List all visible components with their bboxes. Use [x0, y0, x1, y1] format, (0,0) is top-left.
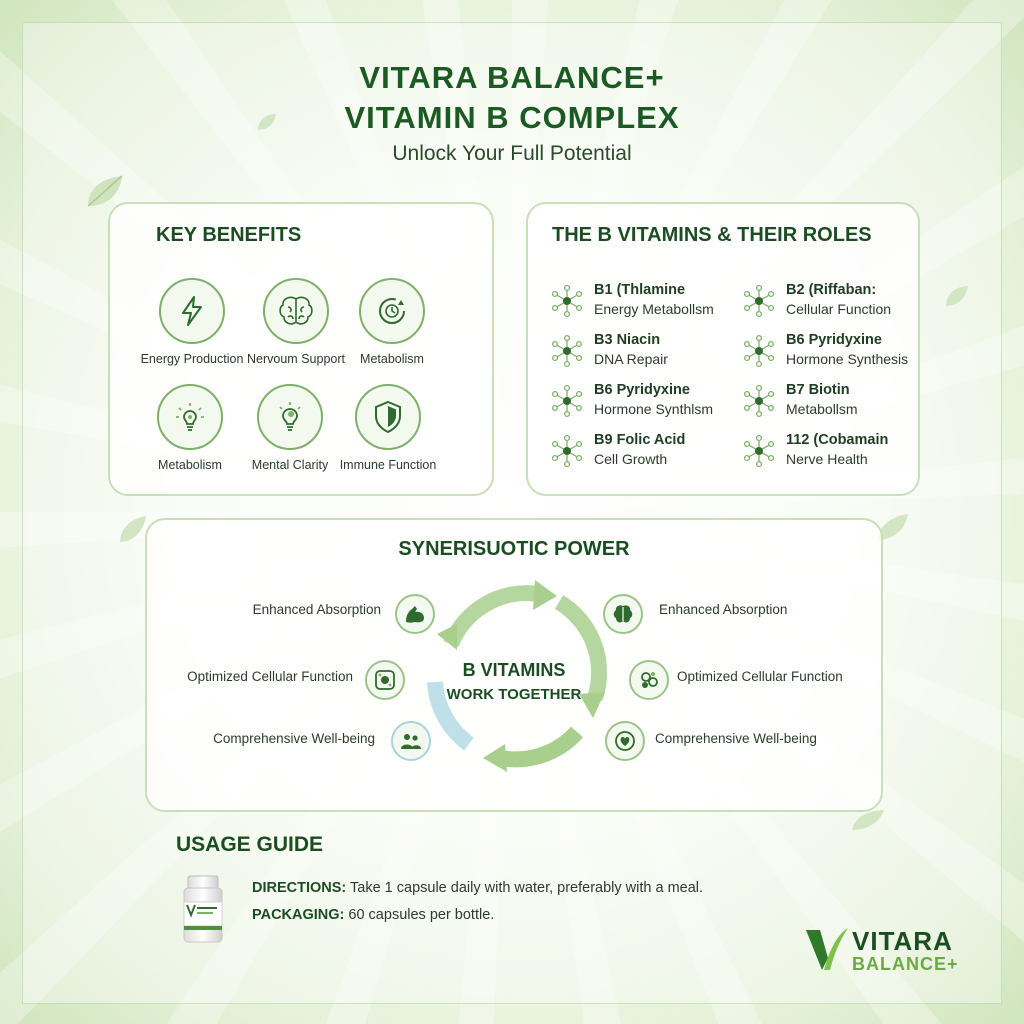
key-benefits-panel: KEY BENEFITS Energy Production Nervoum S…: [108, 202, 494, 496]
benefit-nervous-support: Nervoum Support: [236, 278, 356, 366]
leaf-icon: [87, 175, 123, 207]
cell-icon: [365, 660, 405, 700]
molecule-icon: [743, 384, 775, 418]
packaging-label: PACKAGING:: [252, 907, 345, 923]
b-vitamins-panel: THE B VITAMINS & THEIR ROLES B1 (Thlamin…: [526, 202, 920, 496]
leaf-icon: [878, 514, 908, 540]
vitamin-role: Cell Growth: [594, 451, 668, 467]
benefit-label: Mental Clarity: [251, 458, 329, 472]
cells-cluster-icon: [629, 660, 669, 700]
benefit-label: Metabolism: [360, 352, 424, 366]
benefit-energy-production: Energy Production: [132, 278, 252, 366]
b-vitamins-title: THE B VITAMINS & THEIR ROLES: [552, 224, 872, 246]
molecule-icon: [743, 284, 775, 318]
supplement-bottle-icon: [183, 875, 223, 943]
vitamin-role: Energy Metabollsm: [594, 301, 714, 317]
vitamin-role: Hormone Synthlsm: [594, 401, 714, 417]
key-benefits-title: KEY BENEFITS: [156, 224, 302, 246]
vitamin-name: B2 (Riffaban:: [786, 282, 877, 298]
molecule-icon: [551, 284, 583, 318]
lightbulb-icon: [157, 384, 223, 450]
vitamin-name: B7 Biotin: [786, 382, 850, 398]
synergy-label-left: Enhanced Absorption: [252, 602, 381, 617]
page-frame: [22, 22, 1002, 1004]
leaf-icon: [120, 516, 146, 542]
brain-icon: [263, 278, 329, 344]
vitamin-name: B1 (Thlamine: [594, 282, 686, 298]
vitamin-role: Cellular Function: [786, 301, 892, 317]
benefit-metabolism: Metabolism: [332, 278, 452, 366]
vitamin-role: Nerve Health: [786, 451, 868, 467]
benefit-label: Energy Production: [140, 352, 244, 366]
tagline: Unlock Your Full Potential: [392, 142, 632, 165]
leaf-icon: [946, 286, 968, 306]
cycle-center-title: B VITAMINS: [462, 660, 566, 680]
synergy-panel: SYNERISUOTIC POWER B VITAMINS WORK TOGET…: [145, 518, 883, 812]
molecule-icon: [551, 334, 583, 368]
synergy-label-left: Optimized Cellular Function: [187, 669, 353, 684]
molecule-icon: [551, 434, 583, 468]
vitamin-name: 112 (Cobamain: [786, 432, 889, 448]
leaf-icon: [258, 114, 276, 130]
heart-target-icon: [605, 721, 645, 761]
molecule-icon: [551, 384, 583, 418]
brand-logo: VITARA BALANCE+: [804, 924, 974, 976]
benefit-label: Metabolism: [158, 458, 222, 472]
brain-icon: [603, 594, 643, 634]
vitamin-role: Hormone Synthesis: [786, 351, 909, 367]
packaging-line: PACKAGING: 60 capsules per bottle.: [252, 907, 494, 923]
lightbulb-head-icon: [257, 384, 323, 450]
leaf-icon: [852, 810, 884, 830]
cycle-arrows: [427, 580, 607, 772]
vitamin-name: B9 Folic Acid: [594, 432, 686, 448]
cycle-icon: [359, 278, 425, 344]
directions-label: DIRECTIONS:: [252, 880, 347, 896]
vitamin-name: B6 Pyridyxine: [594, 382, 690, 398]
synergy-label-right: Enhanced Absorption: [659, 602, 788, 617]
lightning-bolt-icon: [159, 278, 225, 344]
vitamin-role: Metabollsm: [786, 401, 858, 417]
synergy-label-right: Comprehensive Well-being: [655, 731, 817, 746]
synergy-title: SYNERISUOTIC POWER: [398, 538, 630, 560]
packaging-text: 60 capsules per bottle.: [344, 907, 495, 923]
vitamin-name: B6 Pyridyxine: [786, 332, 882, 348]
vitamin-name: B3 Niacin: [594, 332, 661, 348]
synergy-label-right: Optimized Cellular Function: [677, 669, 843, 684]
cycle-center-subtitle: WORK TOGETHER: [446, 686, 582, 703]
people-icon: [391, 721, 431, 761]
product-title: VITARA BALANCE+: [359, 60, 665, 95]
benefit-immune-function: Immune Function: [328, 384, 448, 472]
brand-subname: BALANCE+: [852, 954, 959, 974]
shield-icon: [355, 384, 421, 450]
brand-v-icon: [806, 928, 848, 970]
directions-line: DIRECTIONS: Take 1 capsule daily with wa…: [252, 880, 703, 896]
usage-guide-title: USAGE GUIDE: [176, 833, 324, 856]
brand-name: VITARA: [852, 926, 953, 956]
molecule-icon: [743, 334, 775, 368]
product-subtitle: VITAMIN B COMPLEX: [344, 100, 680, 135]
benefit-mental-clarity: Mental Clarity: [230, 384, 350, 472]
synergy-label-left: Comprehensive Well-being: [213, 731, 375, 746]
benefit-label: Nervoum Support: [247, 352, 345, 366]
muscle-arm-icon: [395, 594, 435, 634]
vitamin-role: DNA Repair: [594, 351, 668, 367]
directions-text: Take 1 capsule daily with water, prefera…: [346, 880, 704, 896]
benefit-metabolism-2: Metabolism: [130, 384, 250, 472]
molecule-icon: [743, 434, 775, 468]
benefit-label: Immune Function: [339, 458, 437, 472]
